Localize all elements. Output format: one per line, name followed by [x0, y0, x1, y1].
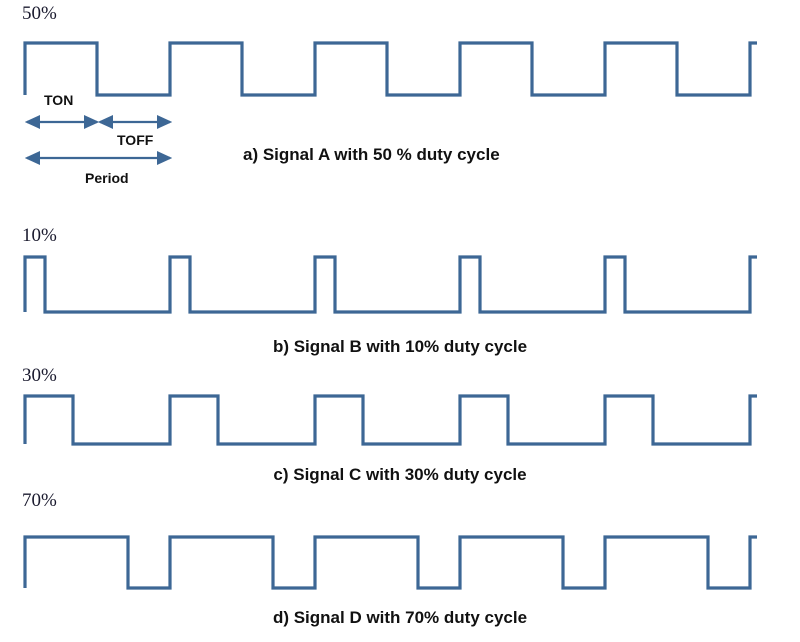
panel-signal-a: 50% TON TOFF Period a) Signal A with 50 … [0, 0, 800, 215]
caption-signal-c: c) Signal C with 30% duty cycle [273, 465, 527, 484]
panel-signal-c: 30% c) Signal C with 30% duty cycle [0, 365, 800, 490]
waveform-signal-b [23, 255, 757, 314]
duty-label-d: 70% [22, 490, 57, 511]
caption-signal-a: a) Signal A with 50 % duty cycle [243, 145, 500, 164]
toff-label: TOFF [117, 132, 154, 148]
ton-label: TON [44, 92, 74, 108]
waveform-signal-c [23, 394, 757, 446]
duty-label-c: 30% [22, 365, 57, 386]
waveform-signal-a [23, 41, 757, 97]
panel-signal-d: 70% d) Signal D with 70% duty cycle [0, 490, 800, 642]
waveform-path [23, 535, 757, 590]
waveform-path [23, 394, 757, 446]
duty-label-b: 10% [22, 225, 57, 246]
waveform-signal-d [23, 535, 757, 590]
caption-signal-b: b) Signal B with 10% duty cycle [272, 337, 528, 356]
waveform-path [23, 255, 757, 314]
duty-label-a: 50% [22, 3, 57, 24]
period-label: Period [85, 170, 129, 186]
panel-signal-b: 10% b) Signal B with 10% duty cycle [0, 225, 800, 360]
caption-signal-d: d) Signal D with 70% duty cycle [272, 608, 528, 627]
timing-annotations [24, 114, 173, 166]
waveform-path [23, 41, 757, 97]
